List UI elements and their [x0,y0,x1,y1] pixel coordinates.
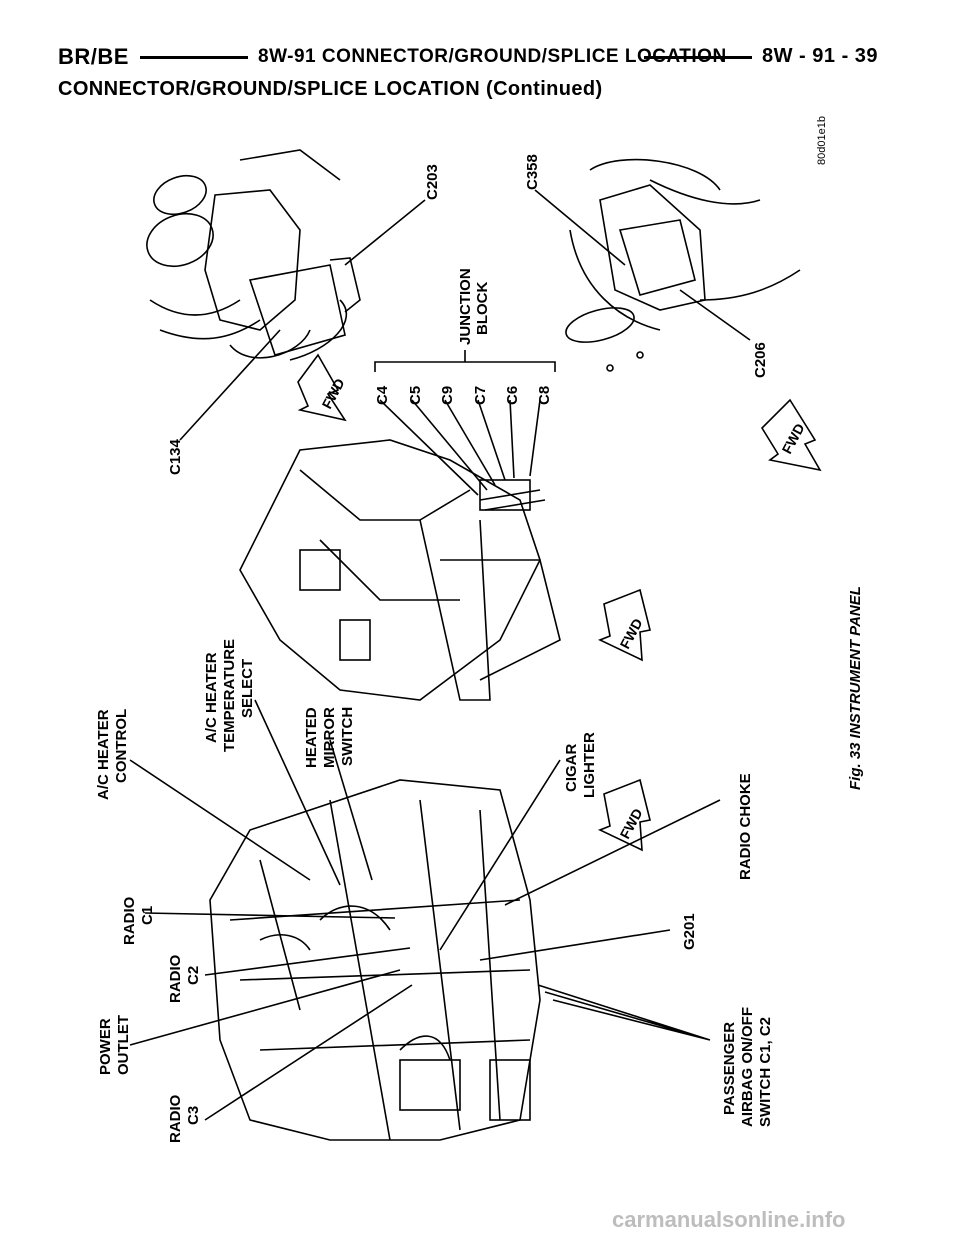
header-page-number: 8W - 91 - 39 [762,45,879,67]
label-junction-block-1: JUNCTION [457,268,474,345]
label-c5: C5 [407,386,424,405]
label-radio-c1-2: C1 [139,906,156,925]
header-rule-left [140,56,248,59]
label-radio-choke: RADIO CHOKE [737,773,754,880]
label-power-outlet-1: POWER [97,1018,114,1075]
label-cigar-1: CIGAR [563,744,580,793]
page-header: BR/BE 8W-91 CONNECTOR/GROUND/SPLICE LOCA… [0,40,960,74]
label-c4: C4 [374,385,391,405]
label-ac-temp-3: SELECT [239,659,256,718]
label-airbag-3: SWITCH C1, C2 [757,1017,774,1127]
label-g201: G201 [681,913,698,950]
label-ac-heater-control-2: CONTROL [113,709,130,783]
figure-reference-code: 80d01e1b [816,116,828,165]
label-c7: C7 [472,386,489,405]
label-radio-c1-1: RADIO [121,896,138,945]
label-heated-mirror-2: MIRROR [321,707,338,768]
leader-lines [129,189,751,1121]
label-c206: C206 [752,342,769,378]
label-radio-c2-2: C2 [185,966,202,985]
header-rule-right [644,56,752,59]
label-c203: C203 [424,164,441,200]
label-c6: C6 [504,386,521,405]
figure-caption: Fig. 33 INSTRUMENT PANEL [847,586,864,790]
label-cigar-2: LIGHTER [581,732,598,798]
label-heated-mirror-3: SWITCH [339,707,356,766]
junction-block-brace [374,350,556,372]
label-heated-mirror-1: HEATED [303,707,320,768]
header-center: 8W-91 CONNECTOR/GROUND/SPLICE LOCATION [258,46,727,67]
label-junction-block-2: BLOCK [474,282,491,335]
label-airbag-1: PASSENGER [721,1022,738,1115]
label-ac-temp-1: A/C HEATER [203,652,220,743]
label-ac-temp-2: TEMPERATURE [221,639,238,752]
watermark: carmanualsonline.info [612,1207,846,1232]
label-radio-c3-1: RADIO [167,1094,184,1143]
fwd-label-4: FWD [779,421,808,457]
label-c358: C358 [524,154,541,190]
label-c8: C8 [536,386,553,405]
label-c134: C134 [167,438,184,475]
label-ac-heater-control-1: A/C HEATER [95,709,112,800]
label-radio-c2-1: RADIO [167,954,184,1003]
label-radio-c3-2: C3 [185,1106,202,1125]
fwd-label-1: FWD [319,376,348,412]
label-power-outlet-2: OUTLET [115,1015,132,1075]
label-c9: C9 [439,386,456,405]
label-airbag-2: AIRBAG ON/OFF [739,1007,756,1127]
section-subtitle: CONNECTOR/GROUND/SPLICE LOCATION (Contin… [58,78,603,100]
header-left: BR/BE [58,44,129,69]
